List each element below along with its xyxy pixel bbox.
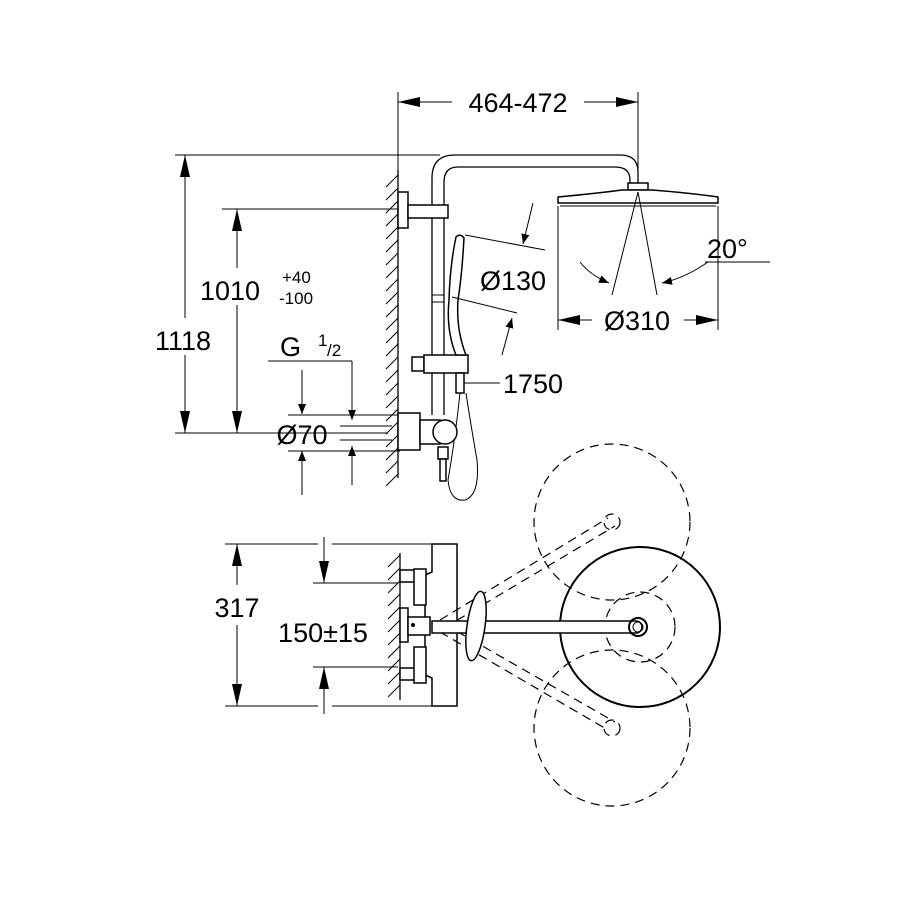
total-height-label: 1118 [155, 326, 211, 356]
width-dimension: 464-472 [397, 88, 639, 183]
wall-hatching-top [387, 553, 401, 700]
top-view: 317 150±15 [214, 443, 721, 807]
head-diameter-label: Ø310 [604, 306, 670, 336]
width-range-label: 464-472 [468, 88, 567, 118]
side-view: 464-472 1118 1010 +40 -100 G 1 /2 [155, 88, 770, 501]
hand-shower [447, 234, 468, 356]
mixer-escutcheon [397, 412, 421, 451]
inlet-dimensions: G 1 /2 Ø70 [268, 331, 400, 495]
bar-height-label: 1010 [200, 276, 260, 306]
thread-numerator: 1 [318, 331, 327, 350]
shower-head [557, 189, 719, 204]
tilt-angle-label: 20° [707, 234, 748, 264]
slider [423, 354, 469, 374]
thread-label: G [280, 332, 301, 362]
wall-bracket [397, 191, 409, 229]
hose [447, 392, 478, 501]
hand-shower-diameter-label: Ø130 [480, 266, 546, 296]
hand-shower-dimension: Ø130 [451, 202, 546, 356]
thread-denominator: /2 [327, 341, 341, 360]
depth-label: 317 [214, 593, 259, 623]
hand-shower-top [465, 590, 487, 662]
hose-length-dimension: 1750 [464, 369, 563, 399]
inlet-spacing-label: 150±15 [278, 618, 368, 648]
shower-arm [431, 620, 643, 634]
mixer-knob [432, 419, 458, 445]
shower-column [397, 154, 719, 501]
bar-height-dimension: 1010 +40 -100 [200, 208, 398, 433]
hose-length-label: 1750 [503, 369, 563, 399]
head-connector [627, 182, 649, 191]
wall-hatching [385, 170, 399, 487]
total-height-dimension: 1118 [155, 154, 440, 434]
tolerance-plus-label: +40 [282, 268, 311, 287]
inlet-spacing-dimension: 150±15 [278, 537, 398, 714]
tolerance-minus-label: -100 [279, 289, 313, 308]
escutcheon-diameter-label: Ø70 [276, 420, 327, 450]
head-dimensions: Ø310 20° [557, 191, 770, 336]
shower-arm-top [431, 546, 721, 708]
slider-button [411, 356, 425, 372]
